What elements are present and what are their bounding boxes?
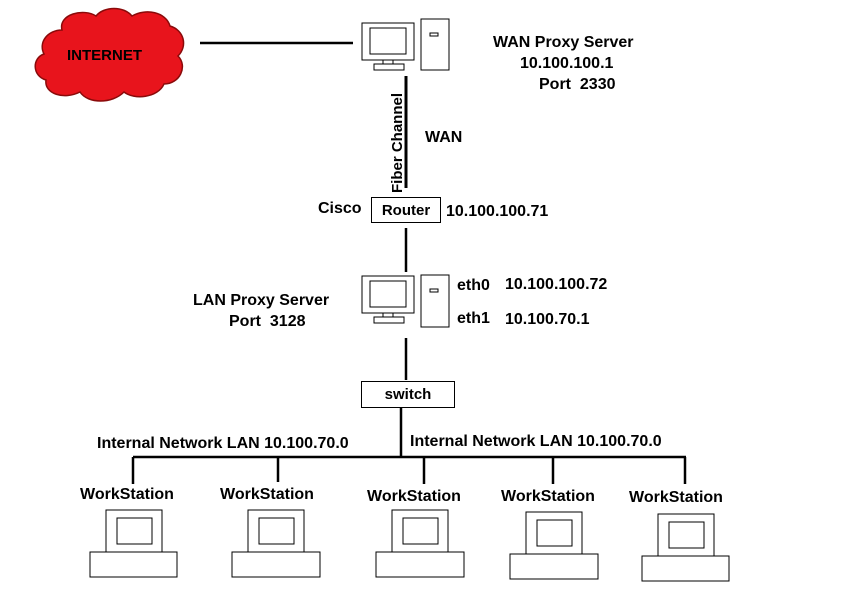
- wan-monitor-icon: [361, 22, 415, 71]
- workstation-label: WorkStation: [80, 486, 174, 503]
- workstation-computer-icon: [641, 513, 730, 582]
- eth1-ip: 10.100.70.1: [505, 311, 590, 328]
- workstation-computer-icon: [231, 509, 321, 578]
- fiber-channel-label: Fiber Channel: [389, 92, 406, 193]
- eth0-ip: 10.100.100.72: [505, 276, 608, 293]
- workstation-label: WorkStation: [629, 489, 723, 506]
- router-ip: 10.100.100.71: [446, 203, 549, 220]
- lan-monitor-icon: [361, 275, 415, 324]
- lan-proxy-title: LAN Proxy Server: [193, 292, 330, 309]
- lan-tower-icon: [420, 274, 450, 328]
- workstation-label: WorkStation: [367, 488, 461, 505]
- wan-proxy-title: WAN Proxy Server: [493, 34, 634, 51]
- router-vendor-label: Cisco: [318, 200, 362, 217]
- wan-label: WAN: [425, 129, 463, 146]
- eth0-label: eth0: [457, 277, 490, 294]
- switch-box: switch: [361, 381, 455, 408]
- internet-cloud: [34, 7, 185, 102]
- lan-right-label: Internal Network LAN 10.100.70.0: [410, 433, 662, 450]
- workstation-label: WorkStation: [220, 486, 314, 503]
- wan-tower-icon: [420, 18, 450, 71]
- internet-label: INTERNET: [67, 47, 142, 64]
- workstation-computer-icon: [509, 511, 599, 580]
- wan-proxy-ip: 10.100.100.1: [520, 55, 614, 72]
- lan-left-label: Internal Network LAN 10.100.70.0: [97, 435, 349, 452]
- wan-proxy-port: Port 2330: [539, 76, 616, 93]
- workstation-label: WorkStation: [501, 488, 595, 505]
- workstation-computer-icon: [375, 509, 465, 578]
- eth1-label: eth1: [457, 310, 490, 327]
- router-box: Router: [371, 197, 441, 223]
- lan-proxy-port: Port 3128: [229, 313, 306, 330]
- workstation-computer-icon: [89, 509, 178, 578]
